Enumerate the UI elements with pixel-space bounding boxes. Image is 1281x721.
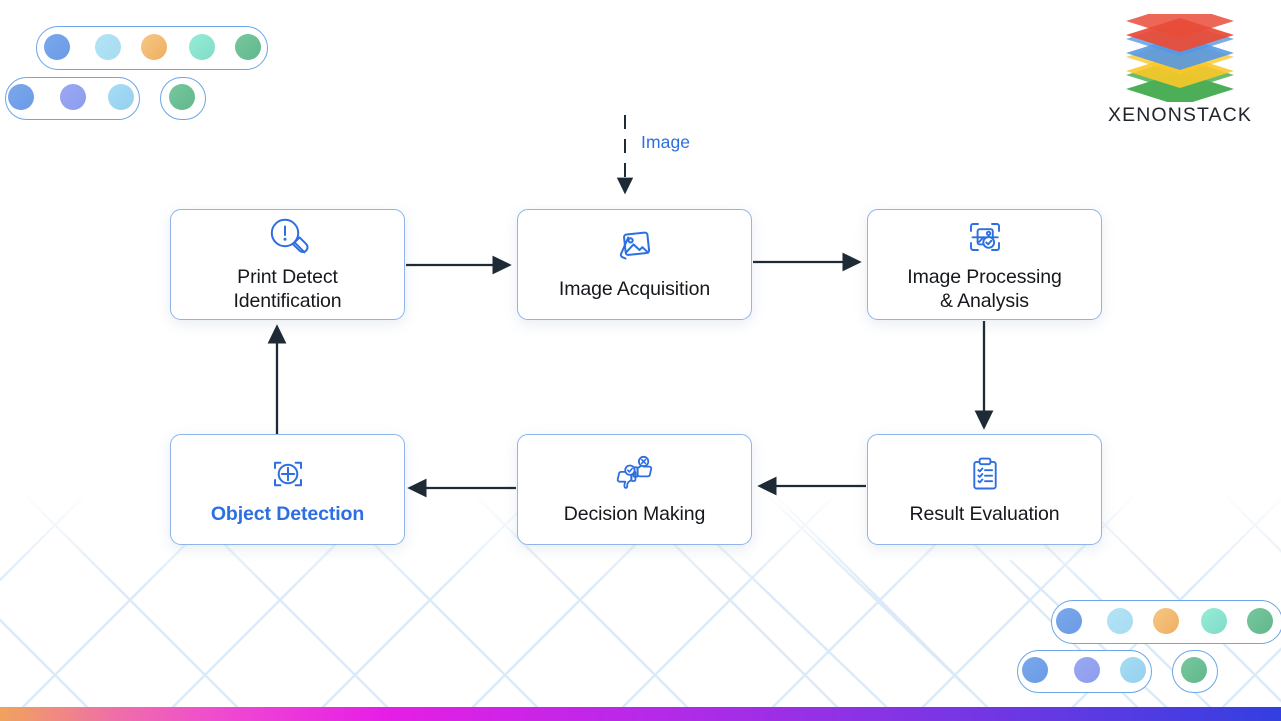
- deco-dot: [60, 84, 86, 110]
- flow-node-image-acquisition[interactable]: Image Acquisition: [517, 209, 752, 320]
- flow-node-print-detect-identification[interactable]: Print Detect Identification: [170, 209, 405, 320]
- deco-dot: [1120, 657, 1146, 683]
- deco-dot: [1181, 657, 1207, 683]
- deco-dot: [1074, 657, 1100, 683]
- input-flow-label: Image: [641, 132, 691, 152]
- deco-dot: [8, 84, 34, 110]
- thumbs-up-down-icon: [612, 453, 658, 495]
- deco-dot: [1201, 608, 1227, 634]
- deco-dot: [1107, 608, 1133, 634]
- flow-node-label-line1: Image Acquisition: [558, 277, 711, 300]
- deco-dot: [141, 34, 167, 60]
- flow-node-result-evaluation[interactable]: Result Evaluation: [867, 434, 1102, 545]
- flow-node-label: Decision Making: [564, 503, 706, 527]
- deco-dot: [1153, 608, 1179, 634]
- crosshair-target-icon: [266, 453, 310, 495]
- deco-dot: [1022, 657, 1048, 683]
- flow-node-label-line1: Decision Making: [563, 502, 706, 525]
- flow-node-label-line1: Object Detection: [210, 502, 365, 525]
- flow-node-label-line2: & Analysis: [940, 289, 1029, 312]
- gradient-accent-bar: [0, 707, 1281, 721]
- flow-node-label: Object Detection: [211, 503, 364, 527]
- photo-stack-icon: [613, 228, 657, 270]
- clipboard-checklist-icon: [963, 453, 1007, 495]
- flow-node-label: Image Processing & Analysis: [907, 266, 1062, 313]
- flow-node-label-line2: Identification: [233, 289, 342, 312]
- image-scan-icon: [963, 216, 1007, 258]
- flow-node-label-line1: Result Evaluation: [909, 502, 1060, 525]
- flow-node-label-line1: Image Processing: [907, 266, 1062, 288]
- flow-node-object-detection[interactable]: Object Detection: [170, 434, 405, 545]
- flow-node-decision-making[interactable]: Decision Making: [517, 434, 752, 545]
- magnifier-alert-icon: [266, 216, 310, 258]
- flow-node-label: Print Detect Identification: [233, 266, 341, 313]
- brand-name: XENONSTACK: [1108, 104, 1252, 126]
- flow-node-image-processing-analysis[interactable]: Image Processing & Analysis: [867, 209, 1102, 320]
- deco-dot: [44, 34, 70, 60]
- deco-dot: [108, 84, 134, 110]
- deco-dot: [1247, 608, 1273, 634]
- flow-node-label: Result Evaluation: [909, 503, 1059, 527]
- deco-dot: [169, 84, 195, 110]
- deco-dot: [189, 34, 215, 60]
- stacked-layers-icon: [1100, 4, 1260, 106]
- flow-node-label: Image Acquisition: [559, 278, 710, 302]
- brand-logo: XENONSTACK: [1100, 4, 1260, 127]
- dot-pill-cluster-top-left: [0, 0, 290, 140]
- deco-dot: [235, 34, 261, 60]
- deco-dot: [1056, 608, 1082, 634]
- flow-node-label-line1: Print Detect: [237, 266, 338, 288]
- deco-dot: [95, 34, 121, 60]
- deco-pill-row1: [36, 26, 268, 70]
- dot-pill-cluster-bottom-right: [991, 581, 1281, 721]
